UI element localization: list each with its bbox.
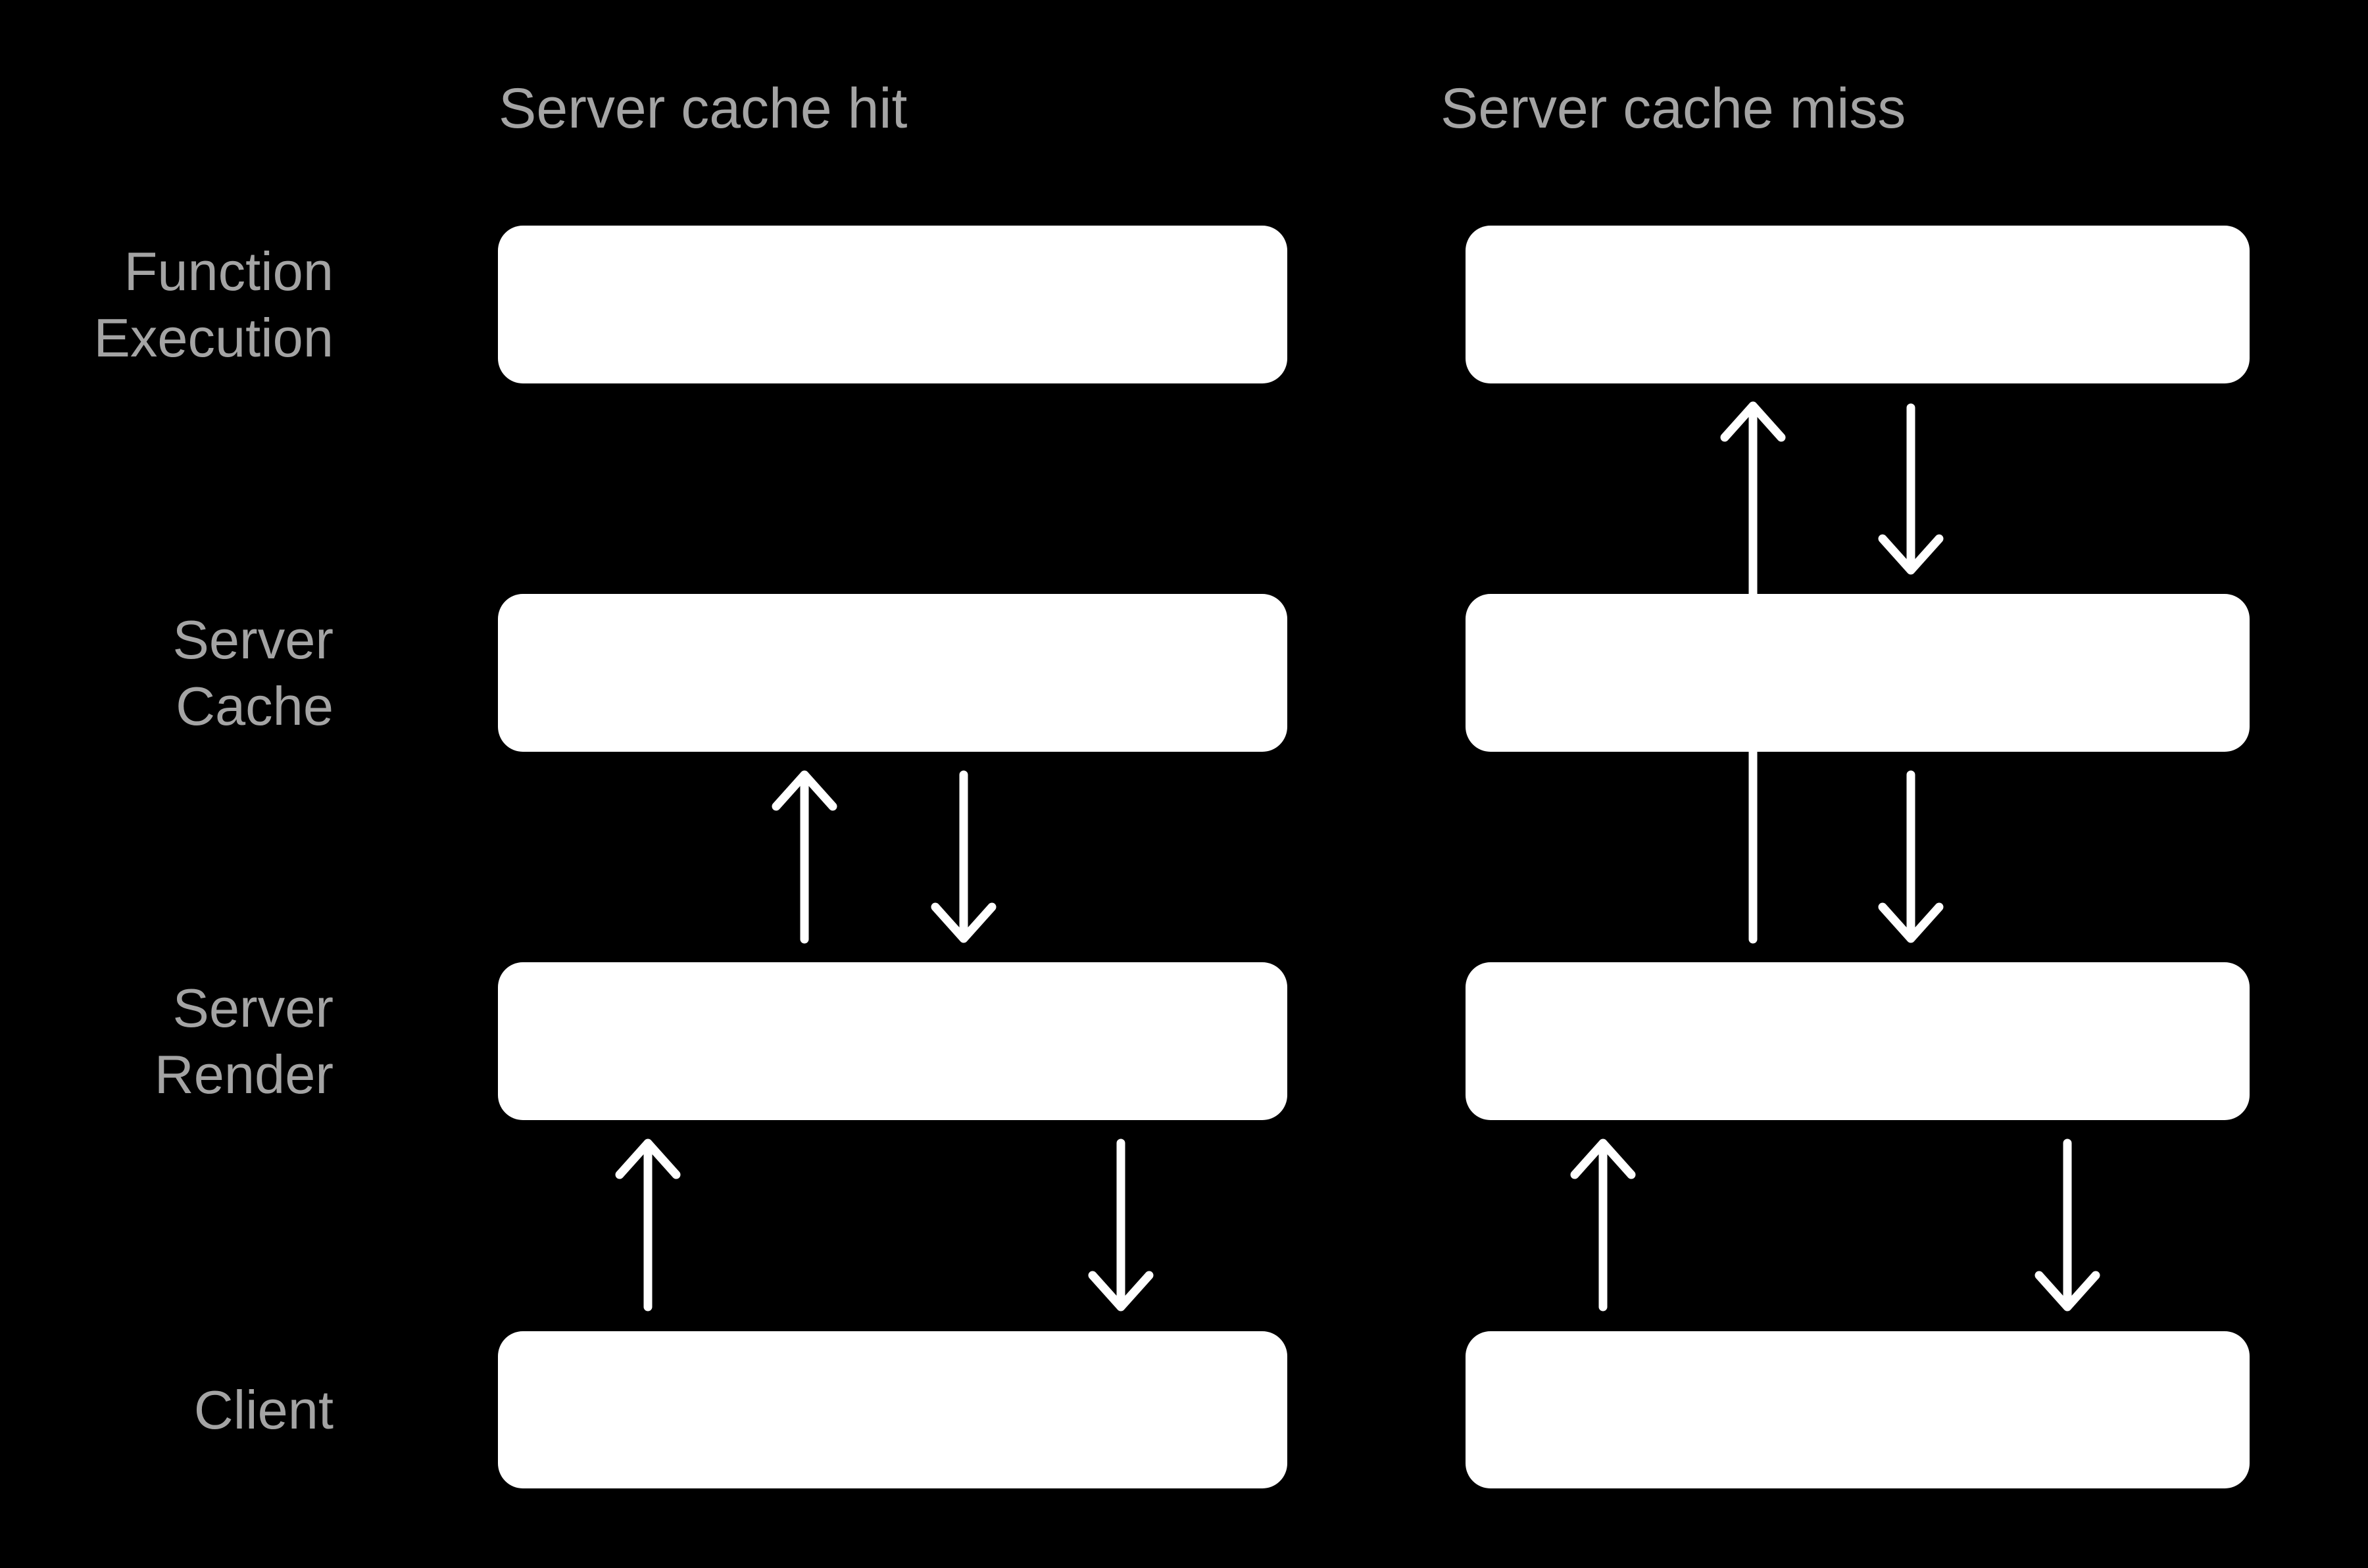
box-hit-server-render bbox=[498, 962, 1287, 1120]
arrow-up-icon bbox=[615, 1139, 681, 1311]
row-label-line: Cache bbox=[176, 675, 333, 737]
box-hit-server-cache bbox=[498, 594, 1287, 752]
arrow-up-icon bbox=[772, 770, 837, 944]
row-label-server-render: Server Render bbox=[0, 975, 333, 1108]
box-miss-function-execution bbox=[1466, 226, 2250, 383]
row-label-line: Client bbox=[193, 1379, 333, 1440]
column-header-server-cache-hit: Server cache hit bbox=[499, 77, 908, 140]
row-label-client: Client bbox=[0, 1377, 333, 1443]
row-label-line: Execution bbox=[93, 307, 333, 368]
arrow-up-icon bbox=[1570, 1139, 1636, 1311]
column-header-server-cache-miss: Server cache miss bbox=[1441, 77, 1906, 140]
arrow-down-icon bbox=[931, 770, 997, 943]
box-miss-server-render bbox=[1466, 962, 2250, 1120]
row-label-line: Function bbox=[124, 241, 333, 302]
row-label-line: Server bbox=[172, 609, 333, 670]
arrow-down-icon bbox=[1878, 403, 1944, 575]
arrow-down-icon bbox=[2035, 1139, 2100, 1311]
arrow-down-icon bbox=[1088, 1139, 1154, 1311]
row-label-server-cache: Server Cache bbox=[0, 606, 333, 739]
row-label-line: Render bbox=[154, 1044, 333, 1105]
box-hit-function-execution bbox=[498, 226, 1287, 383]
row-label-function-execution: Function Execution bbox=[0, 238, 333, 371]
box-hit-client bbox=[498, 1331, 1287, 1488]
arrow-down-icon bbox=[1878, 770, 1944, 943]
box-miss-client bbox=[1466, 1331, 2250, 1488]
box-miss-server-cache bbox=[1466, 594, 2250, 752]
row-label-line: Server bbox=[172, 977, 333, 1039]
